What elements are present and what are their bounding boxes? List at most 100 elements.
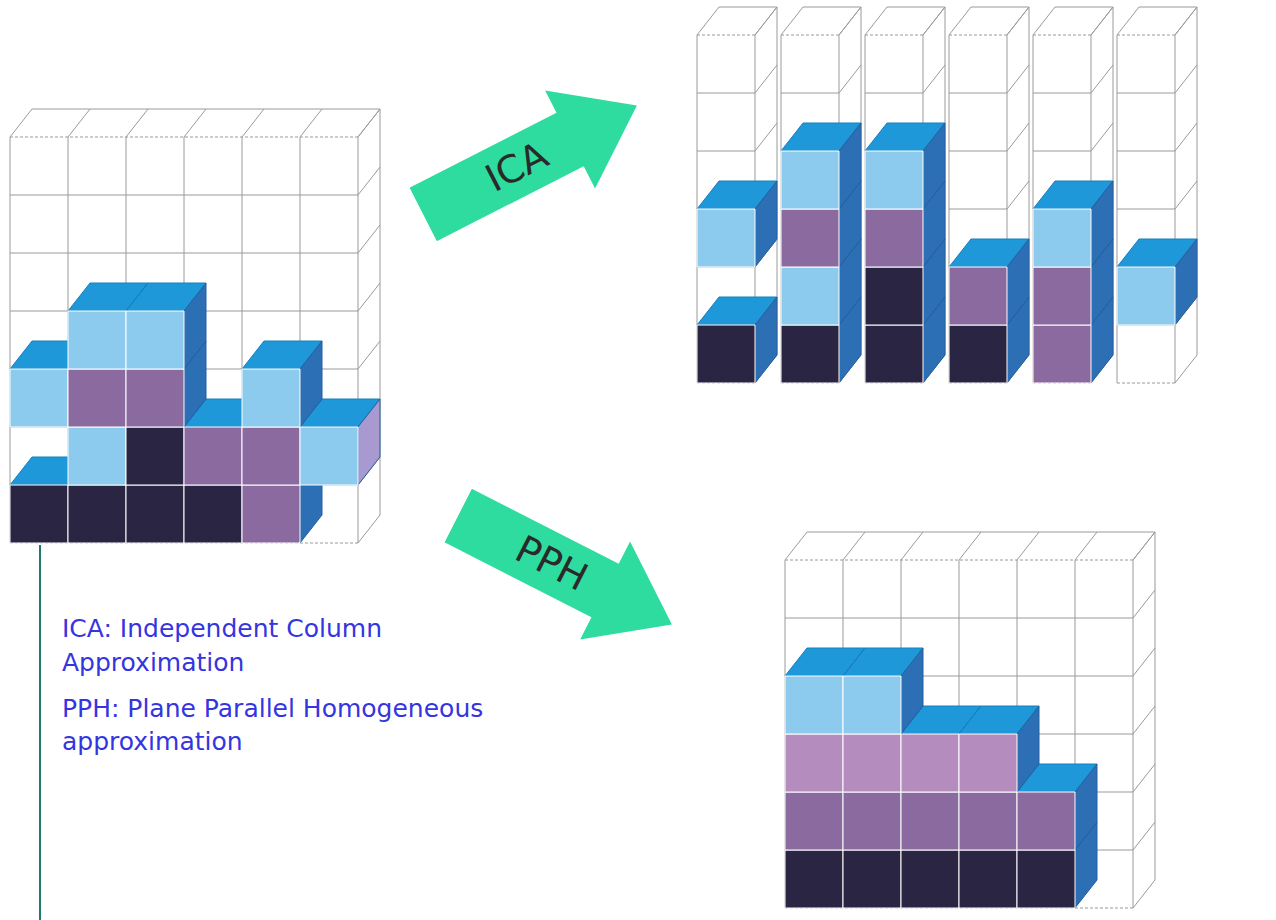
grid-line — [1133, 822, 1155, 850]
grid-line — [697, 93, 755, 94]
cube-face — [755, 181, 777, 267]
cube-face — [949, 325, 1007, 383]
cube-face — [785, 792, 843, 850]
grid-line — [10, 109, 32, 137]
grid-line — [1017, 532, 1039, 560]
cube-face — [697, 209, 755, 267]
cube-face — [242, 485, 300, 543]
grid-line — [1133, 560, 1134, 908]
grid-line — [1055, 7, 1113, 8]
grid-line — [1091, 65, 1113, 93]
cube — [697, 297, 777, 383]
cube-face — [1117, 267, 1175, 325]
cube-face — [901, 850, 959, 908]
grid-line — [1117, 209, 1175, 210]
cube-face — [781, 267, 839, 325]
grid-line — [1133, 532, 1155, 560]
cube-face — [68, 369, 126, 427]
wire-grid — [1033, 7, 1113, 383]
grid-line — [358, 167, 380, 195]
grid-line — [1175, 123, 1197, 151]
grid-line — [697, 35, 755, 36]
grid-line — [755, 123, 777, 151]
cube-face — [126, 427, 184, 485]
grid-line — [1139, 7, 1197, 8]
grid-line — [1133, 764, 1155, 792]
cube-face — [755, 297, 777, 383]
grid-line — [68, 109, 90, 137]
grid-line — [803, 7, 861, 8]
grid-line — [1175, 355, 1197, 383]
grid-line — [1175, 65, 1197, 93]
grid-line — [1117, 7, 1139, 35]
cube-face — [785, 850, 843, 908]
grid-line — [1033, 35, 1091, 36]
cube-face — [10, 485, 68, 543]
grid-line — [839, 65, 861, 93]
cube-face — [781, 325, 839, 383]
grid-line — [781, 93, 839, 94]
grid-line — [1117, 151, 1175, 152]
cube — [126, 283, 206, 369]
cube-face — [959, 734, 1017, 792]
grid-line — [785, 532, 807, 560]
cube-face — [300, 427, 358, 485]
cube-face — [184, 485, 242, 543]
cube — [843, 648, 923, 734]
grid-line — [755, 7, 777, 35]
grid-line — [865, 93, 923, 94]
grid-line — [1197, 7, 1198, 355]
cube-face — [865, 325, 923, 383]
grid-line — [1175, 181, 1197, 209]
grid-line — [959, 532, 981, 560]
arrow-body — [398, 57, 662, 264]
cube-face — [1175, 239, 1197, 325]
grid-line — [781, 35, 839, 36]
grid-line — [923, 65, 945, 93]
cube-face — [126, 311, 184, 369]
grid-line — [1133, 706, 1155, 734]
cube-face — [126, 485, 184, 543]
wire-grid — [785, 532, 1155, 908]
grid-line — [949, 209, 1007, 210]
grid-line — [358, 515, 380, 543]
cube-face — [184, 427, 242, 485]
cube-face — [959, 850, 1017, 908]
grid-line — [839, 7, 861, 35]
cube-face — [865, 151, 923, 209]
cube-face — [785, 676, 843, 734]
cube — [697, 181, 777, 267]
grid-line — [1033, 7, 1055, 35]
grid-line — [949, 151, 1007, 152]
wire-grid — [697, 7, 777, 383]
grid-line — [1133, 648, 1155, 676]
grid-line — [1117, 35, 1175, 36]
grid-line — [949, 35, 1007, 36]
cube-face — [1033, 267, 1091, 325]
grid-line — [10, 137, 11, 543]
grid-line — [358, 109, 380, 137]
wire-grid — [781, 7, 861, 383]
cube — [781, 123, 861, 209]
cube — [1033, 181, 1113, 267]
cube-face — [1033, 209, 1091, 267]
cube — [865, 123, 945, 209]
grid-line — [358, 341, 380, 369]
wire-grid — [10, 109, 380, 543]
grid-line — [1175, 35, 1176, 383]
cube-face — [865, 267, 923, 325]
grid-line — [1133, 590, 1155, 618]
definition-text: PPH: Plane Parallel Homogeneous approxim… — [62, 692, 532, 760]
cube-face — [1017, 850, 1075, 908]
grid-line — [949, 93, 1007, 94]
grid-line — [839, 7, 861, 35]
grid-line — [358, 283, 380, 311]
grid-line — [1007, 181, 1029, 209]
cube-face — [843, 734, 901, 792]
grid-line — [887, 7, 945, 8]
cube-face — [1033, 325, 1091, 383]
grid-line — [1091, 123, 1113, 151]
grid-line — [1091, 7, 1113, 35]
grid-line — [1075, 532, 1097, 560]
cube-face — [126, 369, 184, 427]
